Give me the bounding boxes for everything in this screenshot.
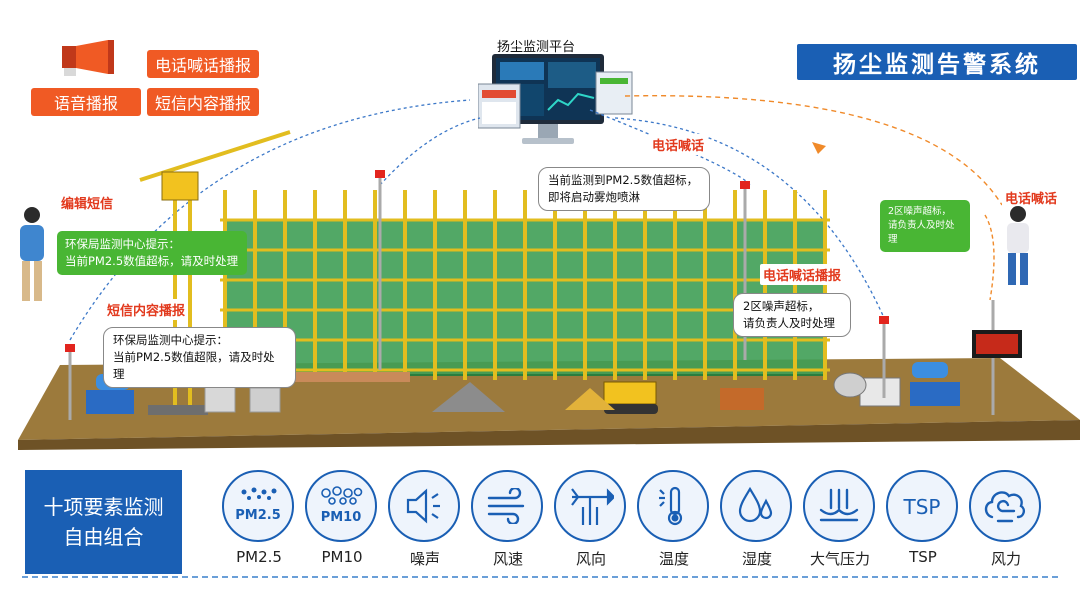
- pressure-icon: [803, 470, 875, 542]
- label-edit-sms: 编辑短信: [58, 192, 117, 213]
- sensor-noise: 噪声: [388, 470, 462, 569]
- sensor-label: 风速: [492, 550, 523, 568]
- monitoring-elements-panel: 十项要素监测 自由组合 PM2.5 PM2.5 PM10 PM10: [22, 470, 1058, 578]
- sensor-label: 噪声: [409, 550, 440, 568]
- tag-sms-broadcast: 短信内容播报: [147, 88, 259, 116]
- sensor-wind-direction: 风向: [554, 470, 628, 569]
- label-phone-call-right: 电话喊话: [1002, 187, 1061, 208]
- wind-force-icon: [969, 470, 1041, 542]
- person-left-icon: [12, 205, 52, 305]
- tag-phone-broadcast: 电话喊话播报: [147, 50, 259, 78]
- tsp-icon-text: TSP: [903, 495, 941, 519]
- sensor-label: 风向: [575, 550, 606, 568]
- wind-vane-icon: [554, 470, 626, 542]
- message-bubble-right: 2区噪声超标， 请负责人及时处理: [733, 293, 851, 337]
- label-phone-broadcast-right: 电话喊话播报: [760, 264, 845, 285]
- pm25-icon-text: PM2.5: [235, 508, 281, 523]
- loudspeaker-icon: [56, 40, 120, 80]
- message-green-left: 环保局监测中心提示： 当前PM2.5数值超标，请及时处理: [57, 231, 247, 275]
- sensor-pm10: PM10 PM10: [305, 470, 379, 566]
- pm10-icon: PM10: [305, 470, 377, 542]
- label-phone-call-center: 电话喊话: [649, 134, 708, 155]
- sensor-wind-speed: 风速: [471, 470, 545, 569]
- sensor-humidity: 湿度: [720, 470, 794, 569]
- wind-speed-icon: [471, 470, 543, 542]
- pm25-icon: PM2.5: [222, 470, 294, 542]
- person-right-icon: [1000, 205, 1036, 287]
- sensor-label: PM10: [321, 548, 363, 566]
- sensor-label: TSP: [909, 548, 937, 566]
- construction-site-scene: [0, 120, 1080, 450]
- speaker-icon: [388, 470, 460, 542]
- sensor-label: PM2.5: [236, 548, 282, 566]
- sensor-temperature: 温度: [637, 470, 711, 569]
- sensor-label: 湿度: [741, 550, 772, 568]
- message-bubble-center: 当前监测到PM2.5数值超标， 即将启动雾炮喷淋: [538, 167, 710, 211]
- message-bubble-left: 环保局监测中心提示： 当前PM2.5数值超限，请及时处理: [103, 327, 296, 388]
- sensor-air-pressure: 大气压力: [803, 470, 877, 569]
- label-sms-broadcast: 短信内容播报: [104, 299, 189, 320]
- panel-heading: 十项要素监测 自由组合: [25, 470, 182, 574]
- tsp-icon: TSP: [886, 470, 958, 542]
- thermometer-icon: [637, 470, 709, 542]
- sensor-label: 风力: [990, 550, 1021, 568]
- water-drop-icon: [720, 470, 792, 542]
- monitoring-platform-screens: [477, 50, 636, 150]
- sensor-tsp: TSP TSP: [886, 470, 960, 566]
- sensor-label: 温度: [658, 550, 689, 568]
- tag-voice-broadcast: 语音播报: [31, 88, 141, 116]
- message-green-right: 2区噪声超标， 请负责人及时处理: [880, 200, 970, 252]
- platform-label: 扬尘监测平台: [497, 40, 576, 55]
- sensor-pm25: PM2.5 PM2.5: [222, 470, 296, 566]
- system-title: 扬尘监测告警系统: [797, 44, 1077, 80]
- sensor-wind-force: 风力: [969, 470, 1043, 569]
- pm10-icon-text: PM10: [321, 510, 362, 525]
- sensor-label: 大气压力: [809, 550, 870, 568]
